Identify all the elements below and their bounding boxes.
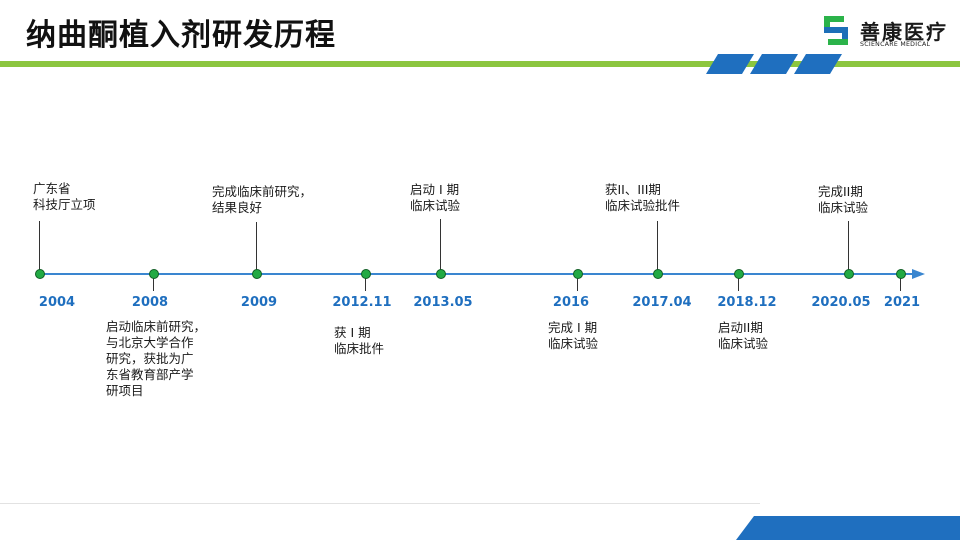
milestone-dot [653, 269, 663, 279]
page-title: 纳曲酮植入剂研发历程 [26, 18, 336, 53]
year-label: 2020.05 [811, 295, 871, 310]
milestone-note: 启动临床前研究， 与北京大学合作 研究，获批为广 东省教育部产学 研项目 [106, 319, 207, 398]
stem-2018-12 [738, 275, 739, 291]
milestone-dot [734, 269, 744, 279]
stem-2021 [900, 275, 901, 291]
year-label: 2017.04 [632, 295, 692, 310]
stem-2016 [577, 275, 578, 291]
milestone-dot [436, 269, 446, 279]
milestone-note: 启动 I 期 临床试验 [410, 182, 461, 213]
timeline-axis [38, 273, 916, 275]
stem-2009 [256, 222, 257, 273]
logo-name-en: SCIENCARE MEDICAL [860, 41, 931, 48]
year-label: 2009 [240, 295, 278, 310]
year-label: 2004 [38, 295, 76, 310]
milestone-dot [573, 269, 583, 279]
stem-2012-11 [365, 275, 366, 291]
milestone-note: 完成II期 临床试验 [818, 184, 869, 215]
milestone-note: 广东省 科技厅立项 [33, 181, 96, 212]
milestone-dot [35, 269, 45, 279]
year-label: 2016 [552, 295, 590, 310]
milestone-dot [844, 269, 854, 279]
stem-2004 [39, 221, 40, 273]
milestone-note: 获II、III期 临床试验批件 [605, 182, 681, 213]
milestone-note: 完成临床前研究， 结果良好 [212, 184, 313, 215]
stem-2020-05 [848, 221, 849, 273]
stem-2013-05 [440, 219, 441, 273]
header-stripes [706, 54, 842, 74]
milestone-dot [252, 269, 262, 279]
year-label: 2012.11 [332, 295, 392, 310]
footer-accent-bar [736, 516, 960, 540]
footer-divider [0, 503, 760, 504]
timeline-arrow-icon [912, 269, 925, 279]
sciencare-logo-icon [824, 16, 848, 45]
milestone-note: 启动II期 临床试验 [718, 320, 769, 351]
stem-2008 [153, 275, 154, 291]
year-label: 2013.05 [413, 295, 473, 310]
milestone-dot [361, 269, 371, 279]
milestone-dot [149, 269, 159, 279]
year-label: 2008 [131, 295, 169, 310]
header-divider [0, 61, 960, 67]
milestone-note: 获 I 期 临床批件 [334, 325, 385, 356]
year-label: 2021 [883, 295, 921, 310]
stem-2017-04 [657, 221, 658, 273]
year-label: 2018.12 [717, 295, 777, 310]
company-logo: 善康医疗 SCIENCARE MEDICAL [822, 14, 952, 50]
logo-name-cn: 善康医疗 [860, 20, 948, 44]
milestone-dot [896, 269, 906, 279]
milestone-note: 完成 I 期 临床试验 [548, 320, 599, 351]
